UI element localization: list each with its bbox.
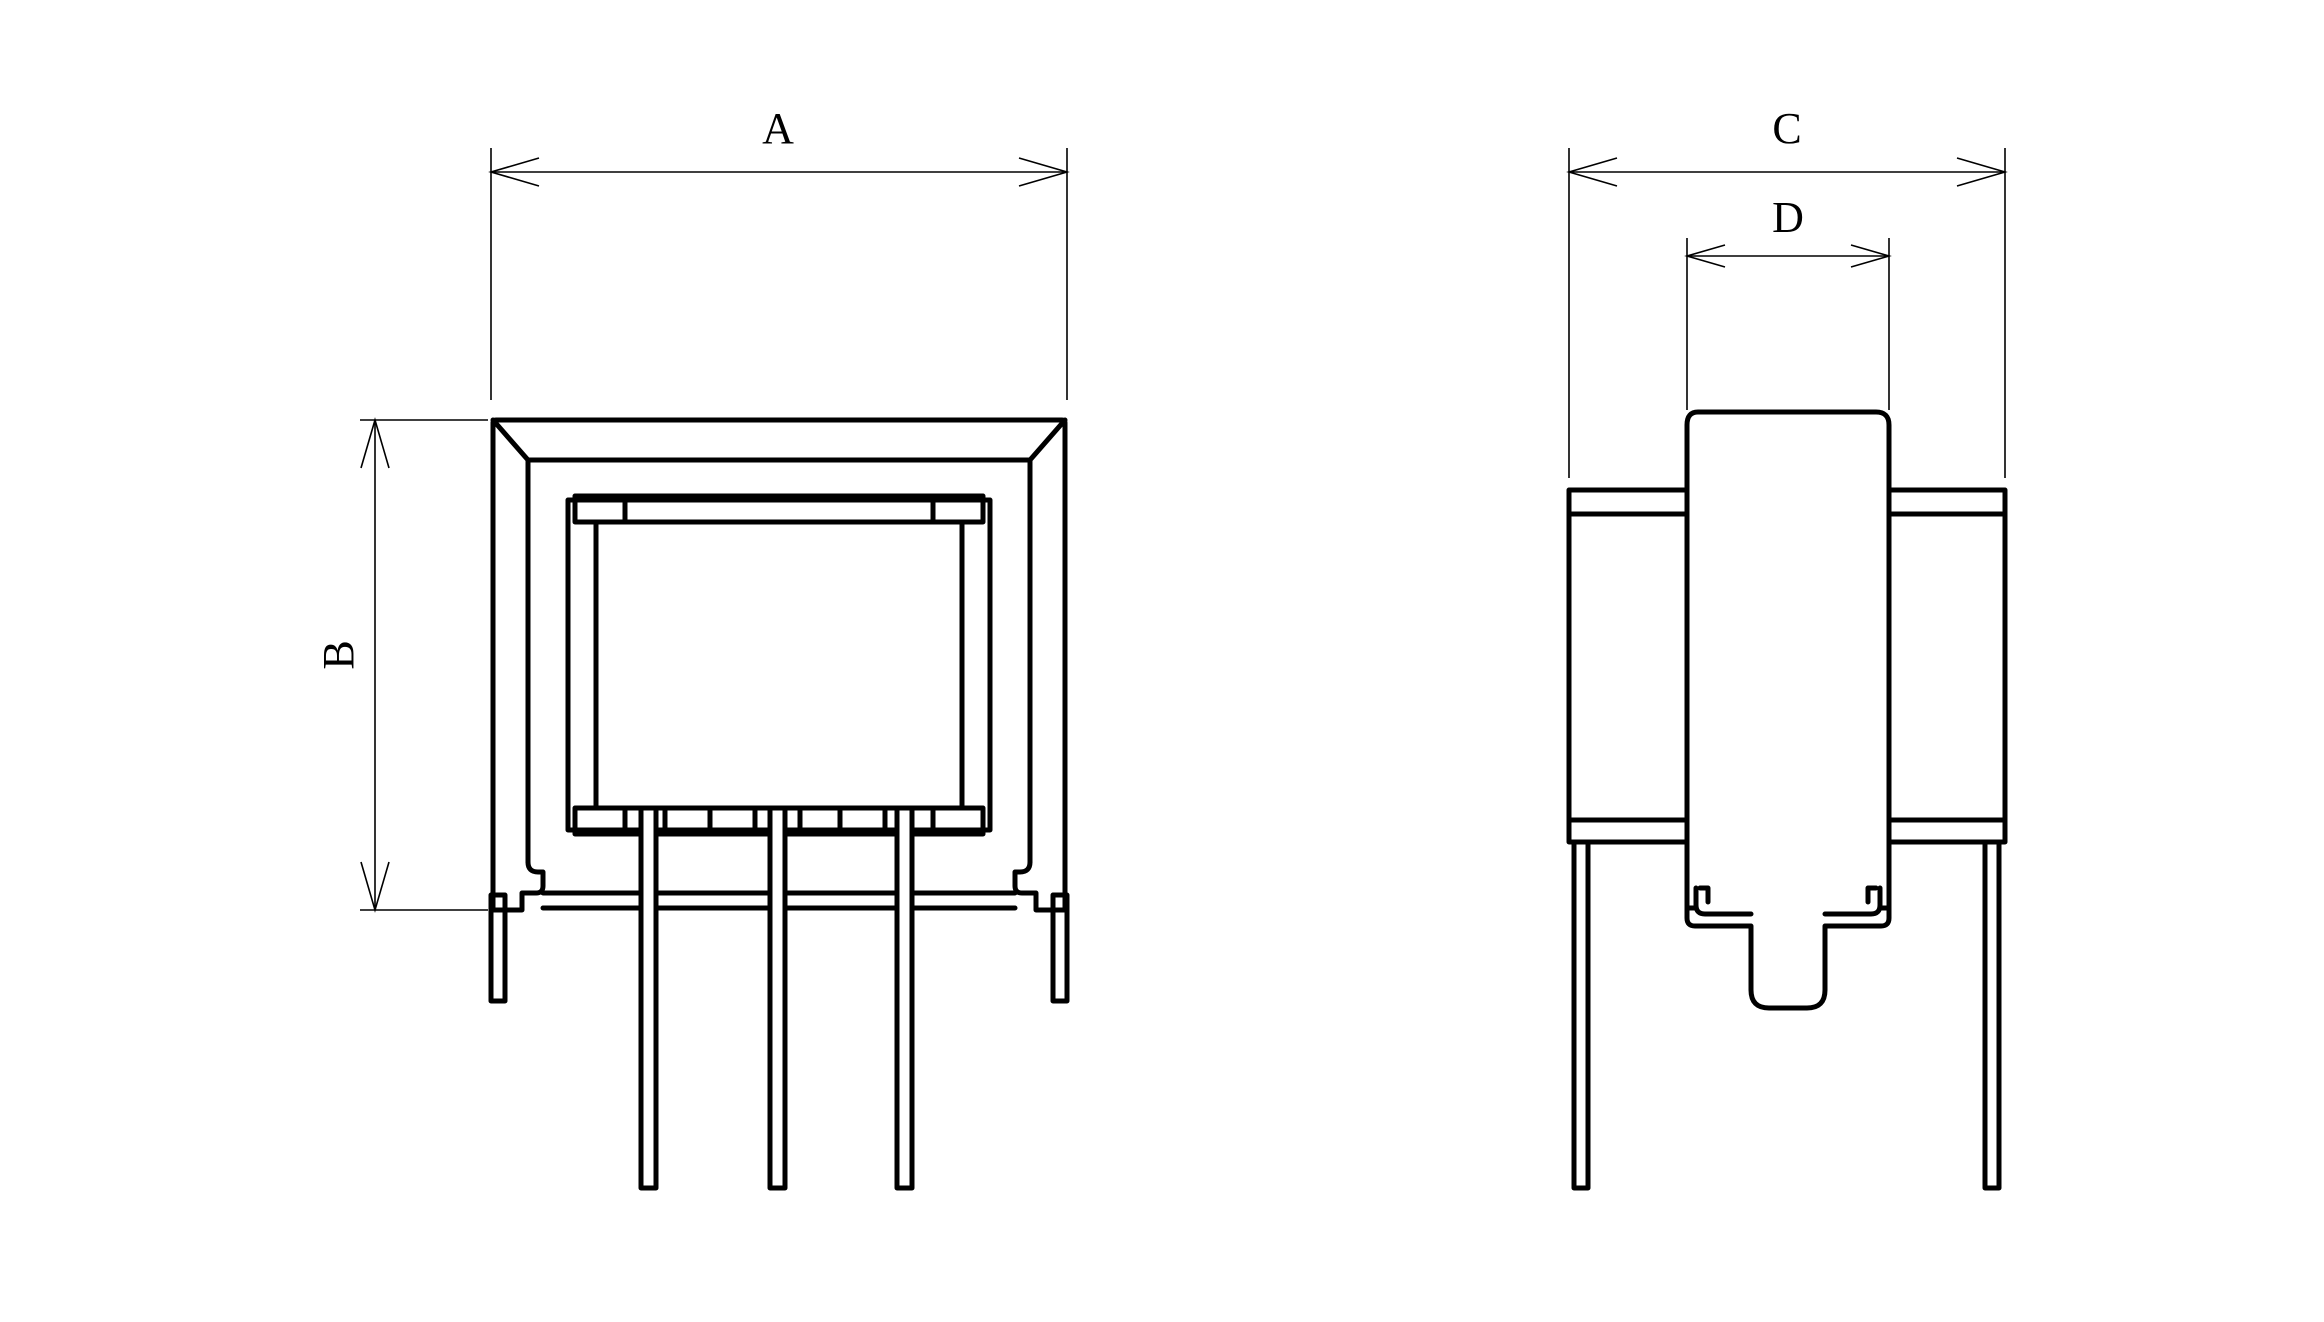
side-view: C D [1566,104,2008,1191]
dimension-a: A [488,104,1070,400]
dimension-b-label: B [314,640,363,669]
dimension-c-label: C [1772,104,1801,153]
side-pin-right [1982,839,2002,1191]
front-mount-pin-right [1050,892,1070,1004]
dimension-c: C [1566,104,2008,478]
front-terminal-pins [638,805,915,1191]
dimension-b: B [314,417,488,913]
side-frame [1684,409,1892,1011]
front-bobbin [565,493,993,837]
terminal-pin-1 [638,805,659,1191]
terminal-pin-2 [767,805,788,1191]
front-view: A B [314,104,1070,1191]
dimension-a-label: A [762,104,794,153]
front-mount-pin-left [488,892,508,1004]
dimension-d-label: D [1772,193,1804,242]
side-terminal-pins [1571,839,2002,1191]
dimension-d: D [1684,193,1892,410]
side-pin-left [1571,839,1591,1191]
terminal-pin-3 [894,805,915,1191]
